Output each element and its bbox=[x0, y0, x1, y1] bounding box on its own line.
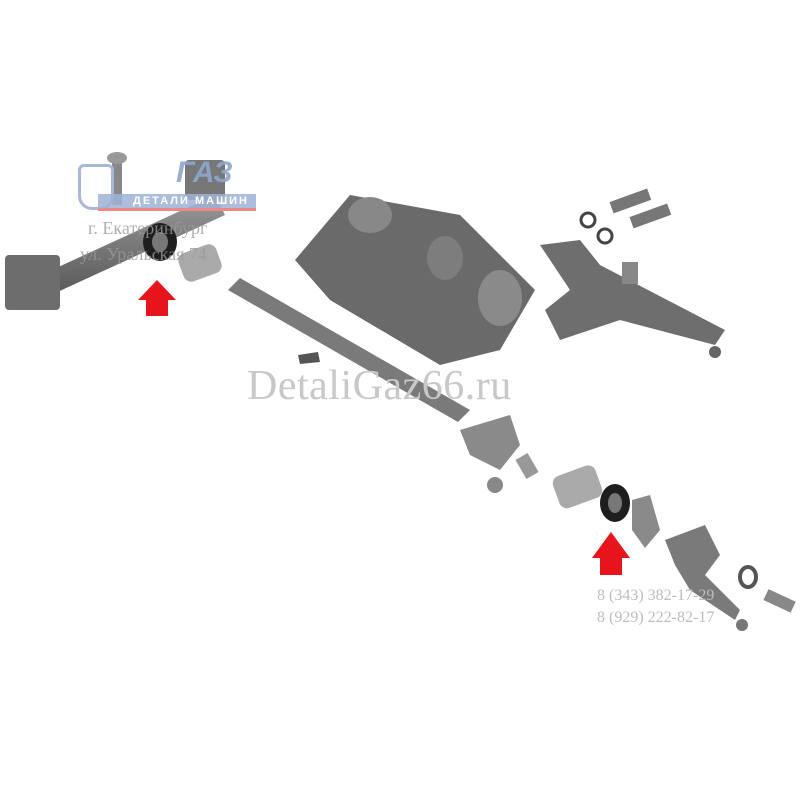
selector-finger bbox=[460, 415, 539, 493]
oil-seal-right bbox=[600, 484, 630, 522]
cover-housing bbox=[295, 195, 535, 365]
shaft bbox=[228, 278, 470, 422]
logo-subtitle: ДЕТАЛИ МАШИН bbox=[133, 195, 249, 207]
watermark-site: DetaliGaz66.ru bbox=[247, 363, 512, 409]
watermark-city: г. Екатеринбург bbox=[88, 218, 208, 238]
bracket-lever bbox=[540, 240, 725, 358]
plate-washer bbox=[632, 495, 660, 548]
shift-lever-assembly bbox=[5, 152, 225, 310]
watermark-phone-1: 8 (343) 382-17-29 bbox=[597, 587, 715, 604]
gaz-logo: ГАЗ ДЕТАЛИ МАШИН bbox=[78, 156, 258, 212]
watermark-street: ул. Уральская 74 bbox=[80, 244, 207, 264]
red-arrow-right bbox=[592, 532, 630, 575]
outer-lever bbox=[665, 525, 796, 631]
bolts-and-washers bbox=[579, 188, 672, 245]
bushing-right bbox=[552, 465, 603, 509]
bushing-left bbox=[178, 244, 222, 282]
red-arrow-left bbox=[138, 280, 176, 316]
logo-brand: ГАЗ bbox=[176, 156, 233, 189]
watermark-phone-2: 8 (929) 222-82-17 bbox=[597, 609, 715, 626]
oil-seal-left bbox=[143, 223, 177, 261]
gaz-emblem-icon bbox=[78, 164, 114, 210]
